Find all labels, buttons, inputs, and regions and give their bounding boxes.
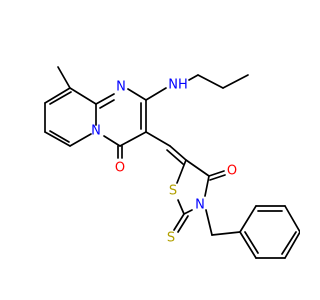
atom-o-pyrimidinone: O	[115, 161, 125, 176]
bond	[57, 66, 71, 89]
bond	[244, 231, 259, 254]
atom-n-ring-bottom: N	[91, 124, 101, 139]
bond	[205, 209, 213, 236]
bond	[69, 133, 92, 147]
bond	[284, 205, 300, 233]
bond	[127, 88, 147, 101]
bond	[211, 231, 241, 236]
bond	[188, 74, 199, 81]
bond	[145, 87, 167, 101]
bond	[239, 205, 257, 233]
bond	[169, 145, 187, 161]
molecule-structure: N N NH O S O N S	[44, 66, 300, 259]
bond	[204, 175, 210, 197]
bond	[281, 231, 297, 255]
bonds	[44, 66, 300, 259]
bond	[176, 159, 187, 184]
atom-n-ring-top: N	[116, 80, 126, 95]
bond	[49, 91, 72, 105]
bond	[209, 174, 226, 181]
atom-s-thione: S	[167, 231, 175, 246]
bond	[197, 74, 224, 89]
bond	[95, 93, 115, 105]
atom-s-ring: S	[169, 184, 177, 199]
atom-n-thiazolidine: N	[195, 198, 205, 213]
bond	[177, 215, 189, 233]
bond	[103, 135, 121, 147]
bond	[173, 213, 185, 231]
bond	[69, 87, 97, 105]
bond	[208, 170, 225, 177]
bond	[99, 99, 115, 109]
bond	[239, 231, 257, 259]
atom-o-thiazolidinone: O	[227, 164, 237, 179]
bond	[185, 159, 210, 177]
bond	[177, 199, 185, 215]
bond	[222, 74, 249, 89]
bond	[284, 231, 300, 259]
molecule-canvas: N N NH O S O N S	[44, 66, 300, 259]
bond	[166, 149, 184, 165]
atom-nh-amine: NH	[168, 78, 188, 93]
bond	[119, 131, 147, 147]
atom-labels: N N NH O S O N S	[91, 78, 237, 246]
bond	[44, 131, 71, 147]
bond	[44, 87, 71, 104]
bond	[49, 130, 70, 143]
bond	[183, 209, 193, 215]
bond	[145, 131, 171, 147]
